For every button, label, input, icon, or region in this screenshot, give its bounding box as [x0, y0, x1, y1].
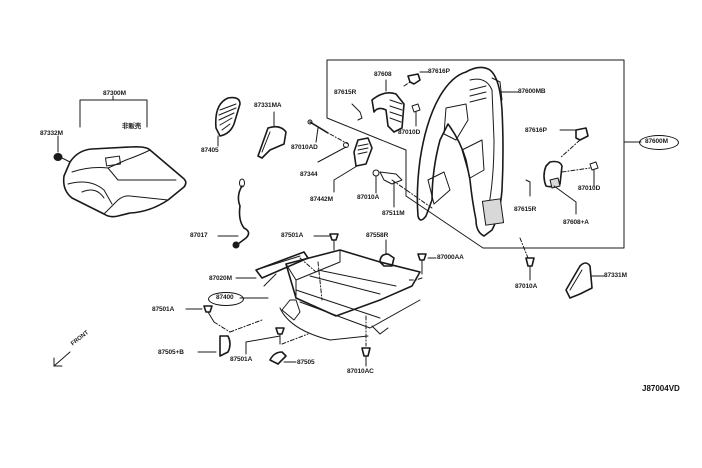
part-label-87505B[interactable]: 87505+B — [158, 349, 184, 356]
part-label-87010A-upper[interactable]: 87010A — [357, 194, 380, 201]
clip-87558R — [379, 239, 395, 267]
part-label-87017[interactable]: 87017 — [190, 232, 208, 239]
bolt-87501A-left — [185, 305, 263, 333]
bolt-87010AD — [307, 119, 329, 143]
part-label-87608[interactable]: 87608 — [374, 71, 392, 78]
side-panel-87608 — [351, 71, 429, 133]
trim-bar-87020M — [235, 251, 317, 279]
harness-87017 — [217, 178, 250, 249]
front-arrow-icon — [53, 351, 71, 367]
clip-87505B — [197, 335, 231, 357]
bolt-87000AA — [407, 253, 437, 281]
seat-back-group-box — [326, 59, 642, 249]
part-label-87010AC[interactable]: 87010AC — [347, 368, 374, 375]
bolt-87501A-top — [313, 233, 339, 251]
part-label-87511M[interactable]: 87511M — [382, 210, 405, 217]
side-cover-87608A — [525, 127, 599, 215]
part-label-87600MB[interactable]: 87600MB — [518, 88, 546, 95]
cushion-leader-lines — [57, 95, 148, 153]
part-label-87442M[interactable]: 87442M — [310, 196, 333, 203]
diagram-code: J87004VD — [642, 384, 680, 393]
part-label-87600M[interactable]: 87600M — [645, 138, 668, 145]
part-label-87505[interactable]: 87505 — [297, 359, 315, 366]
side-trim-87405 — [214, 96, 241, 147]
part-label-87344[interactable]: 87344 — [300, 171, 318, 178]
part-label-87010D-top[interactable]: 87010D — [398, 129, 421, 136]
part-label-not-for-sale: 非販売 — [122, 122, 142, 130]
bolt-87010A-lower — [519, 237, 535, 281]
part-label-87332M[interactable]: 87332M — [40, 130, 63, 137]
seat-frame-rails — [263, 249, 421, 341]
part-label-87558R[interactable]: 87558R — [366, 232, 389, 239]
part-label-87010D-right[interactable]: 87010D — [578, 185, 601, 192]
seat-cushion — [62, 146, 187, 218]
cover-87331MA — [257, 111, 287, 159]
part-label-87405[interactable]: 87405 — [201, 147, 219, 154]
part-label-87331MA[interactable]: 87331MA — [254, 102, 282, 109]
part-label-87010A-lower[interactable]: 87010A — [515, 283, 538, 290]
part-label-87400[interactable]: 87400 — [216, 294, 234, 301]
part-label-87501A-left[interactable]: 87501A — [152, 306, 175, 313]
bolt-87010AC — [361, 315, 371, 367]
part-label-87020M[interactable]: 87020M — [209, 275, 232, 282]
part-label-87616P-top[interactable]: 87616P — [428, 68, 450, 75]
bolt-87501A-bottom — [245, 327, 309, 355]
part-label-87615R-right[interactable]: 87615R — [514, 206, 537, 213]
cover-87331M — [565, 262, 605, 299]
part-label-87608A[interactable]: 87608+A — [563, 219, 589, 226]
part-label-87300M[interactable]: 87300M — [103, 90, 126, 97]
recliner-parts — [317, 133, 433, 209]
part-label-87501A-top[interactable]: 87501A — [281, 232, 304, 239]
part-label-87000AA[interactable]: 87000AA — [437, 254, 464, 261]
oval-87400 — [208, 292, 244, 306]
clip-87332M — [53, 153, 71, 163]
clip-87505 — [269, 351, 297, 365]
oval-87600M — [639, 135, 679, 150]
part-label-87501A-bottom[interactable]: 87501A — [230, 356, 253, 363]
seat-back-frame-87600MB — [416, 66, 519, 237]
part-label-87010AD[interactable]: 87010AD — [291, 144, 318, 151]
part-label-87615R-top[interactable]: 87615R — [334, 89, 357, 96]
part-label-87331M[interactable]: 87331M — [604, 272, 627, 279]
part-label-87616P-right[interactable]: 87616P — [525, 127, 547, 134]
